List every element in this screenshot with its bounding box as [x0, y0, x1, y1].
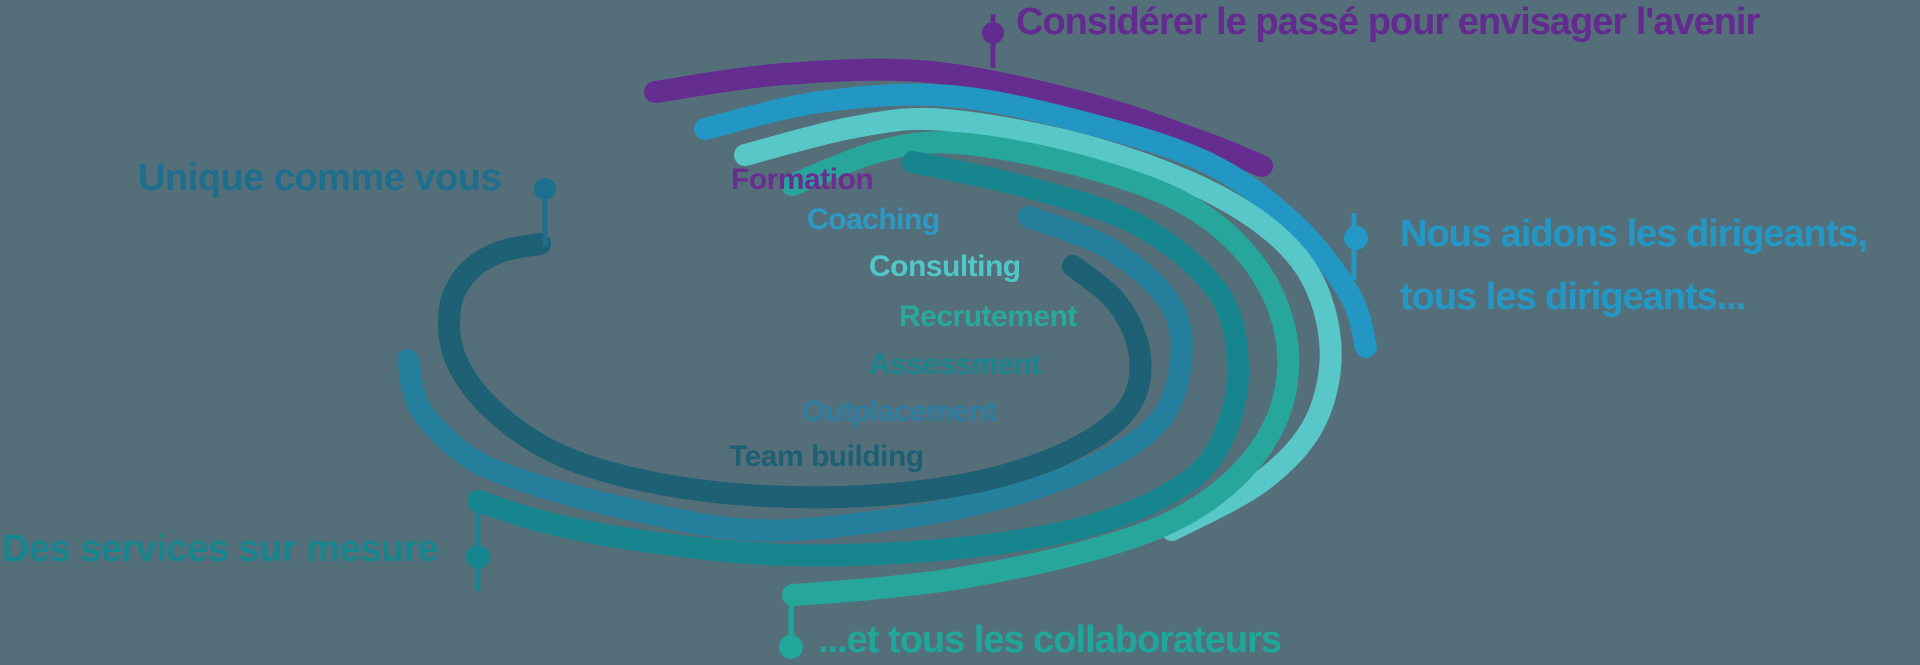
service-label-coaching: Coaching [807, 203, 940, 236]
arc-outplacement [397, 206, 1193, 542]
arc-consulting [734, 107, 1342, 541]
arc-coaching [694, 83, 1377, 358]
service-label-recrutement: Recrutement [899, 300, 1077, 333]
service-label-outplacement: Outplacement [802, 395, 997, 428]
services-connector-dot [466, 545, 490, 569]
tagline-des-services-sur-mesure: Des services sur mesure [2, 528, 439, 570]
service-label-team-building: Team building [729, 440, 924, 473]
service-label-assessment: Assessment [869, 348, 1041, 381]
tagline-nous-aidons-les-dirigeants: Nous aidons les dirigeants, tous les dir… [1400, 213, 1868, 318]
service-label-formation: Formation [731, 163, 874, 196]
unique-connector-dot [534, 178, 556, 200]
nous-connector-dot [1344, 226, 1368, 250]
considerer-connector-dot [982, 22, 1004, 44]
arc-assessment [467, 151, 1250, 567]
service-label-consulting: Consulting [869, 250, 1021, 283]
arc-formation [644, 58, 1273, 177]
arc-team-building [438, 233, 1152, 509]
collaborateurs-connector-dot [779, 635, 803, 659]
tagline-considerer-le-passe: Considérer le passé pour envisager l'ave… [1016, 1, 1760, 43]
tagline-unique-comme-vous: Unique comme vous [138, 157, 502, 199]
tagline-et-tous-les-collaborateurs: ...et tous les collaborateurs [818, 619, 1282, 661]
arc-recrutement [781, 131, 1300, 606]
